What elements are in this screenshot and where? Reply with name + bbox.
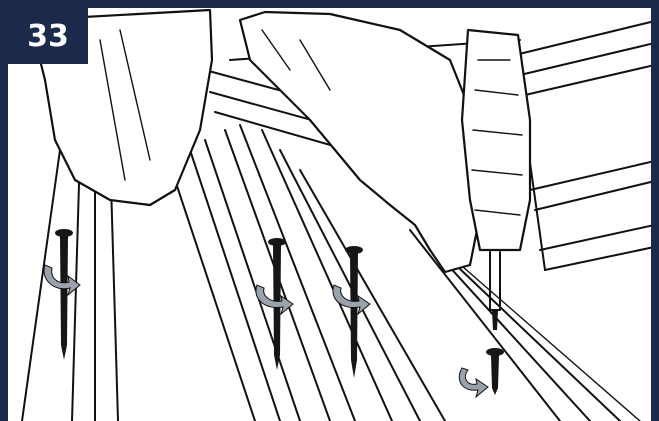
screw-4 xyxy=(459,348,504,397)
screw-2 xyxy=(256,238,293,370)
step-number-badge: 33 xyxy=(8,8,88,64)
screwdriver xyxy=(462,30,530,330)
rotation-arrow-icon xyxy=(459,368,488,397)
